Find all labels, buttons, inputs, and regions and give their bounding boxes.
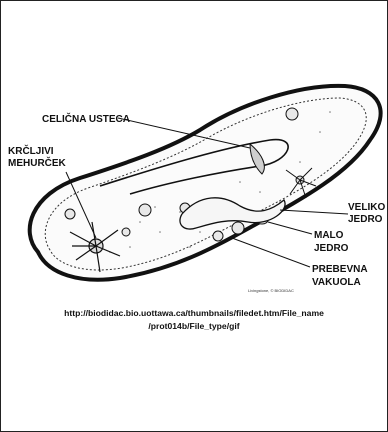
image-credit: Livingstone, © BIODIDAC [248, 288, 294, 293]
paramecium-illustration: CELIČNA USTECA KRČLJIVI MEHURČEK VELIKO … [0, 82, 388, 304]
label-krcljivi-line1: KRČLJIVI [8, 144, 54, 157]
source-caption-line1: http://biodidac.bio.uottawa.ca/thumbnail… [0, 307, 388, 320]
label-celicna-usteca: CELIČNA USTECA [42, 112, 130, 125]
source-caption: http://biodidac.bio.uottawa.ca/thumbnail… [0, 307, 388, 333]
label-prebevna-line1: PREBEVNA [312, 264, 368, 275]
label-krcljivi-line2: MEHURČEK [8, 156, 67, 169]
label-veliko-line2: JEDRO [348, 214, 383, 225]
source-caption-line2: /prot014b/File_type/gif [0, 320, 388, 333]
label-malo-line1: MALO [314, 230, 344, 241]
label-veliko-line1: VELIKO [348, 202, 385, 213]
label-malo-line2: JEDRO [314, 243, 349, 254]
paramecium-diagram: CELIČNA USTECA KRČLJIVI MEHURČEK VELIKO … [0, 82, 388, 304]
label-prebevna-line2: VAKUOLA [312, 277, 361, 288]
